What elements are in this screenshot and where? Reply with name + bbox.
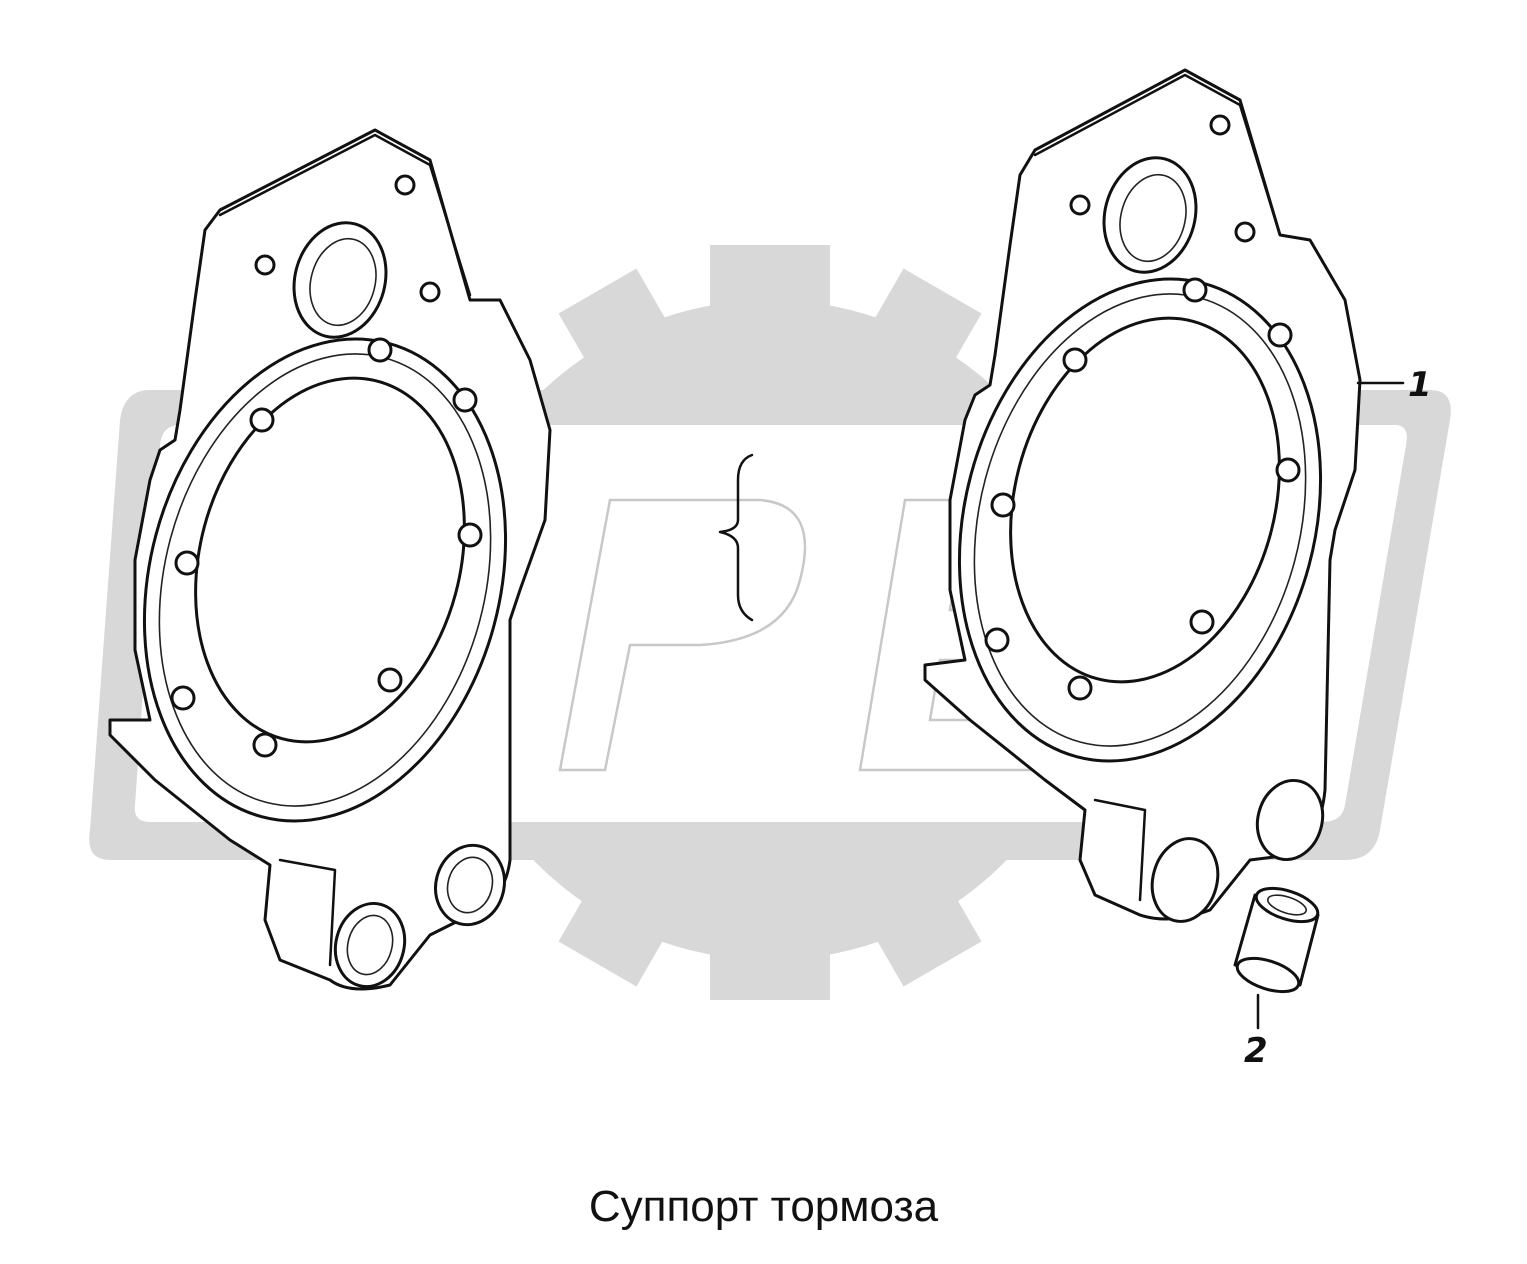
caliper-support-right [923,68,1362,923]
caliper-left-upper-bore [292,221,388,339]
caliper-right-upper-bore [1102,156,1198,274]
caliper-left-bolt-hole [254,254,276,276]
caliper-left-center-bore [194,376,466,744]
callout-label-1: 1 [1408,365,1432,405]
caliper-right-center-bore [1009,316,1281,684]
bushing-part [1233,886,1320,994]
caliper-right-flange [1033,73,1282,237]
caliper-left-ring-holes [170,337,483,758]
assembly-brace [718,453,754,622]
caliper-right-boss-front [1150,837,1220,923]
caliper-right-boss-rear [1255,778,1325,862]
caliper-left-boss-front [333,901,407,989]
callout-label-2: 2 [1244,1031,1268,1071]
caliper-support-left [108,128,552,991]
caliper-left-flange [218,133,472,297]
caliper-right-ring-holes [984,277,1301,701]
diagram-caption: Суппорт тормоза [588,1182,939,1231]
